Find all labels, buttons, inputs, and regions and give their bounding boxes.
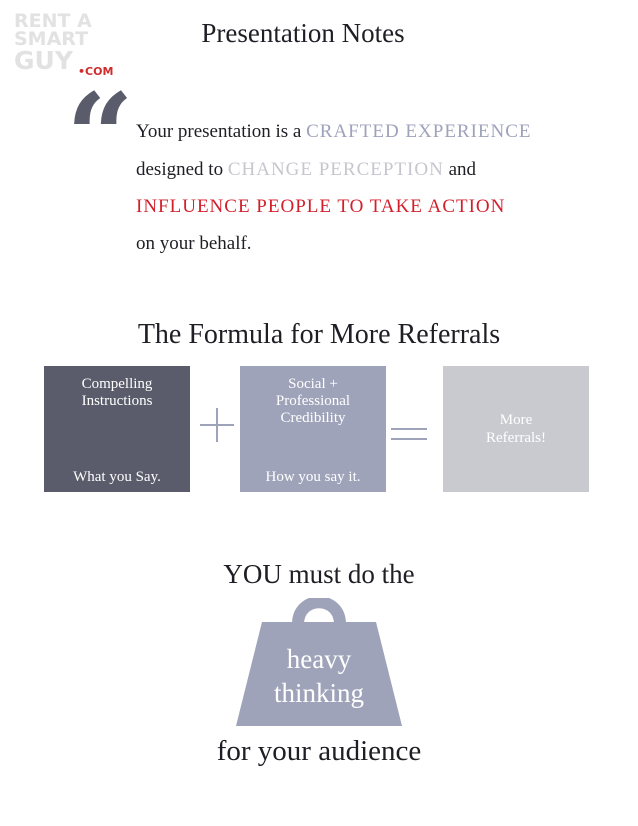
- closing-line-2: for your audience: [216, 735, 422, 767]
- logo-line-3: GUY: [14, 46, 73, 75]
- weight-text-thinking: thinking: [273, 678, 364, 708]
- weight-icon: [236, 598, 402, 726]
- closing-line-1: YOU must do the: [223, 559, 415, 589]
- quote-line-2-text: designed to: [136, 159, 228, 180]
- quote-line-4: on your behalf.: [136, 233, 252, 254]
- box3-text: More Referrals!: [443, 411, 589, 447]
- page-title-text: Presentation Notes: [201, 18, 405, 48]
- quote-line-2: designed to CHANGE PERCEPTION and: [136, 159, 476, 181]
- weight-graphic: heavy thinking: [236, 598, 402, 728]
- plus-icon: [197, 405, 237, 445]
- equals-icon: [389, 405, 429, 445]
- box1-line-2: Instructions: [81, 393, 153, 409]
- more-referrals-box: More Referrals!: [443, 366, 589, 492]
- box1-bottom-label: What you Say.: [73, 469, 161, 485]
- box1-top: Compelling Instructions: [44, 376, 190, 410]
- credibility-box: Social + Professional Credibility How yo…: [240, 366, 386, 492]
- box2-line-3: Credibility: [280, 410, 346, 426]
- logo: RENT A SMART GUY •COM: [14, 10, 119, 80]
- quote-line-1: Your presentation is a CRAFTED EXPERIENC…: [136, 121, 532, 143]
- logo-suffix: •COM: [78, 65, 114, 78]
- page-title: Presentation Notes: [0, 18, 638, 49]
- quote-mark-icon: “: [66, 67, 134, 206]
- box2-bottom-label: How you say it.: [265, 469, 361, 485]
- box2-line-2: Professional: [275, 393, 351, 409]
- box2-line-1: Social +: [288, 376, 338, 392]
- weight-text-heavy: heavy: [286, 644, 352, 674]
- formula-title: The Formula for More Referrals: [137, 319, 501, 350]
- logo-line-1: RENT A: [14, 10, 92, 32]
- quote-line-1-text: Your presentation is a: [136, 121, 307, 142]
- change-perception-accent: CHANGE PERCEPTION: [227, 159, 444, 180]
- quote-line-2-post: and: [443, 159, 476, 180]
- compelling-instructions-box: Compelling Instructions What you Say.: [44, 366, 190, 492]
- quote-line-3: INFLUENCE PEOPLE TO TAKE ACTION: [136, 196, 505, 218]
- crafted-experience-accent: CRAFTED EXPERIENCE: [306, 121, 532, 142]
- logo-line-2: SMART: [14, 28, 89, 50]
- box1-line-1: Compelling: [81, 376, 153, 392]
- box3-line-1: More: [499, 412, 533, 428]
- influence-people-accent: INFLUENCE PEOPLE TO TAKE ACTION: [136, 196, 506, 217]
- box2-top: Social + Professional Credibility: [240, 376, 386, 427]
- box3-line-2: Referrals!: [486, 430, 546, 446]
